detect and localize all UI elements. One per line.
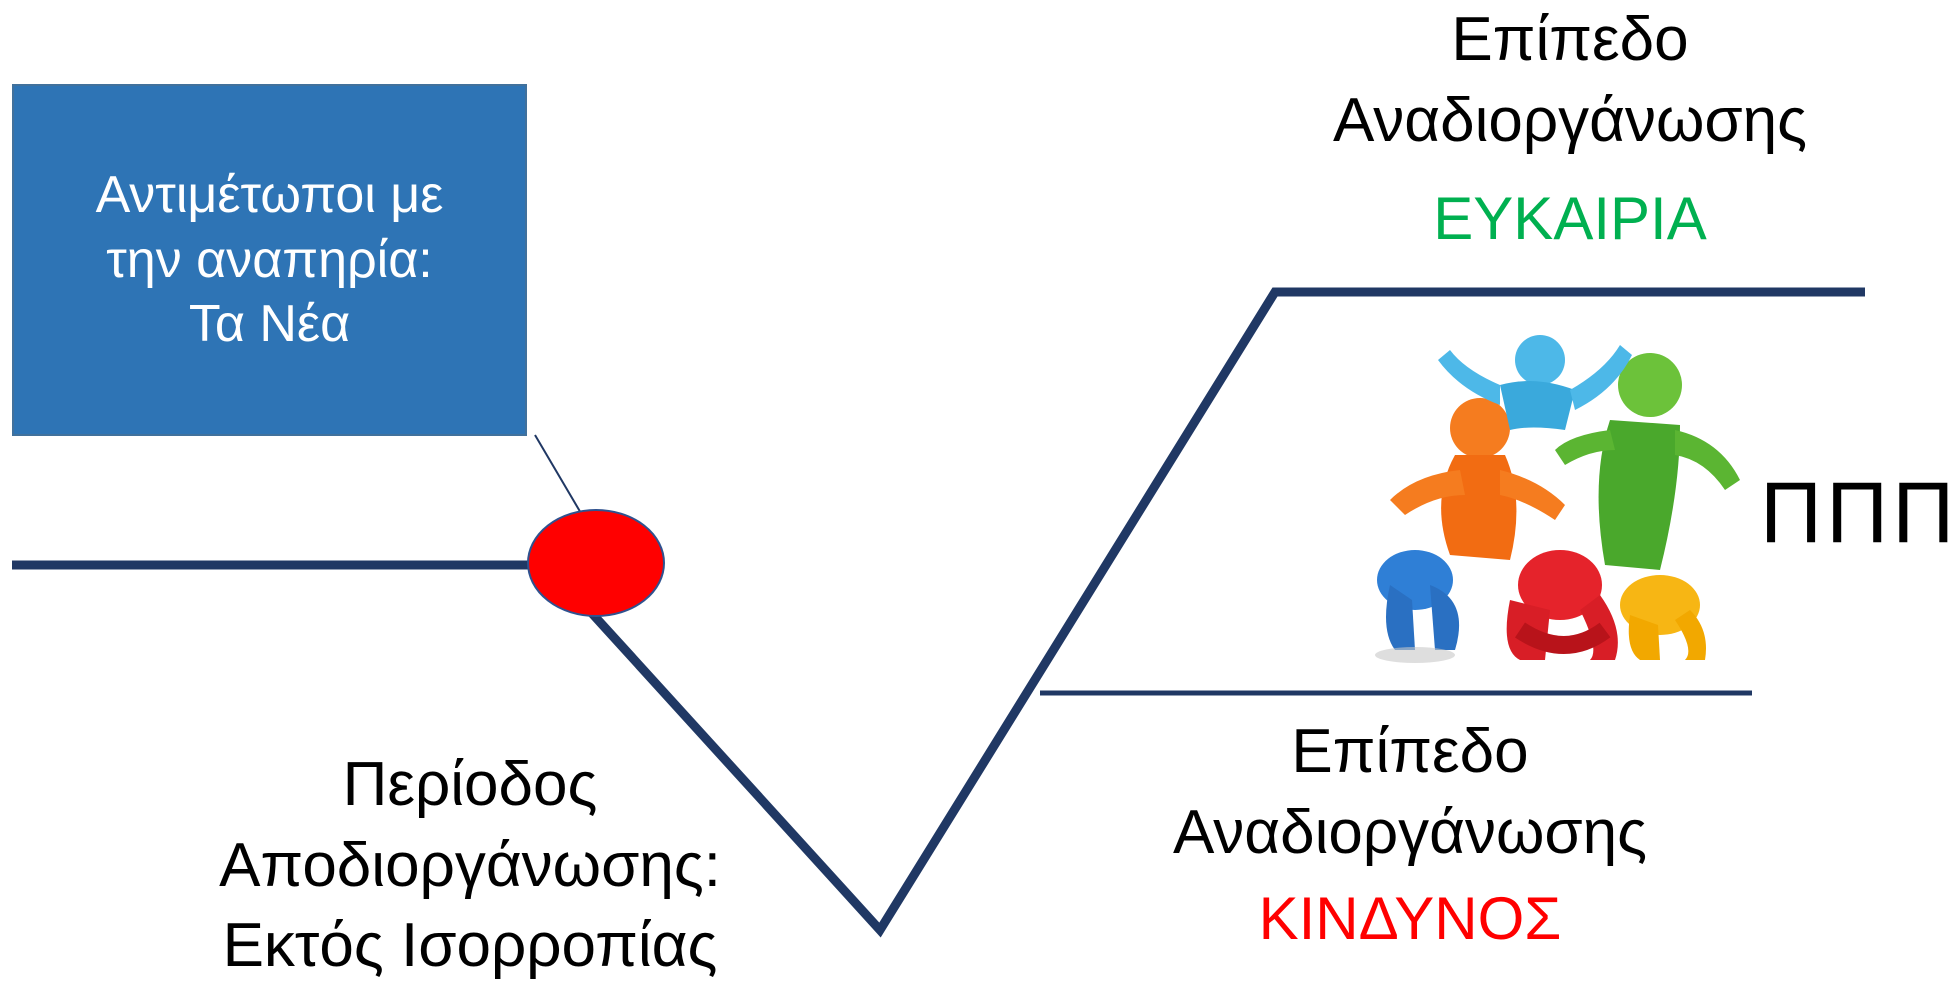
- opportunity-label: ΕΥΚΑΙΡΙΑ: [1433, 185, 1707, 252]
- info-box-line-1: Αντιμέτωποι με: [95, 166, 444, 225]
- bottom-level-line-1: Επίπεδο: [1291, 717, 1529, 786]
- transition-path: [12, 287, 1865, 938]
- top-level-label: Επίπεδο Αναδιοργάνωσης: [1290, 0, 1850, 161]
- period-line-1: Περίοδος: [342, 750, 598, 819]
- top-level-line-2: Αναδιοργάνωσης: [1333, 85, 1807, 155]
- red-figure: [1506, 550, 1618, 660]
- blue-figure: [1375, 550, 1460, 663]
- light-blue-figure: [1438, 335, 1632, 430]
- top-level-line-1: Επίπεδο: [1451, 5, 1689, 74]
- current-state-marker: [527, 509, 665, 617]
- period-line-3: Εκτός Ισορροπίας: [222, 911, 718, 981]
- side-label: ΠΠΠ: [1760, 465, 1950, 561]
- info-box-line-2: την αναπηρία:: [106, 230, 433, 289]
- info-box: Αντιμέτωποι με την αναπηρία: Τα Νέα: [12, 84, 527, 436]
- period-line-2: Αποδιοργάνωσης:: [219, 830, 721, 900]
- info-box-line-3: Τα Νέα: [188, 295, 351, 354]
- people-teamwork-figures-icon: [1375, 335, 1740, 663]
- period-label: Περίοδος Αποδιοργάνωσης: Εκτός Ισορροπία…: [180, 745, 760, 987]
- orange-figure: [1390, 398, 1565, 560]
- bottom-level-line-2: Αναδιοργάνωσης: [1173, 797, 1647, 867]
- bottom-level-label: Επίπεδο Αναδιοργάνωσης: [1130, 712, 1690, 873]
- yellow-figure: [1620, 575, 1706, 660]
- box-connector-line: [534, 434, 586, 521]
- danger-label: ΚΙΝΔΥΝΟΣ: [1258, 885, 1562, 952]
- green-figure: [1555, 353, 1740, 570]
